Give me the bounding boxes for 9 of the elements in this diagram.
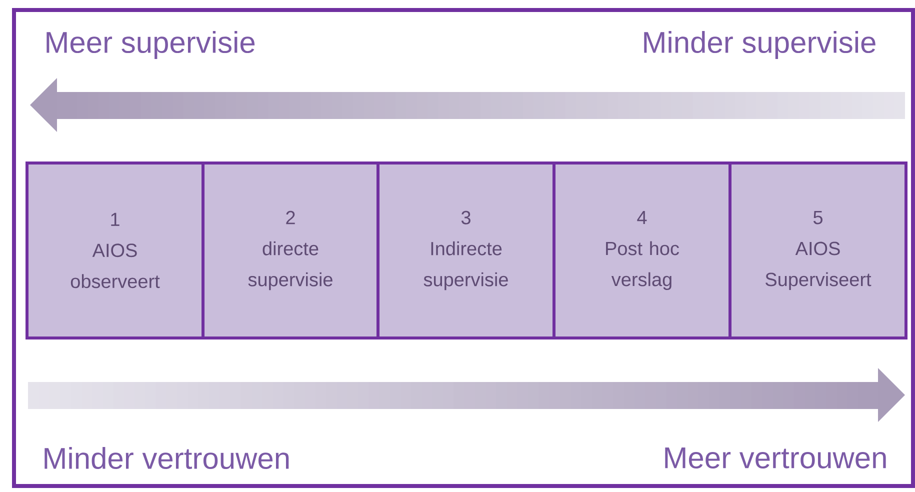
stage-box: 1 AIOS observeert bbox=[26, 162, 204, 340]
stage-box: 5 AIOS Superviseert bbox=[728, 162, 908, 340]
stage-box: 3 Indirecte supervisie bbox=[376, 162, 556, 340]
stage-box: 2 directe supervisie bbox=[202, 162, 380, 340]
stage-box: 4 Post hoc verslag bbox=[552, 162, 732, 340]
axis-label: Minder supervisie bbox=[644, 31, 876, 59]
axis-label: Meer supervisie bbox=[46, 31, 255, 59]
axis-label: Minder vertrouwen bbox=[44, 446, 289, 469]
axis-label: Meer vertrouwen bbox=[665, 448, 886, 468]
